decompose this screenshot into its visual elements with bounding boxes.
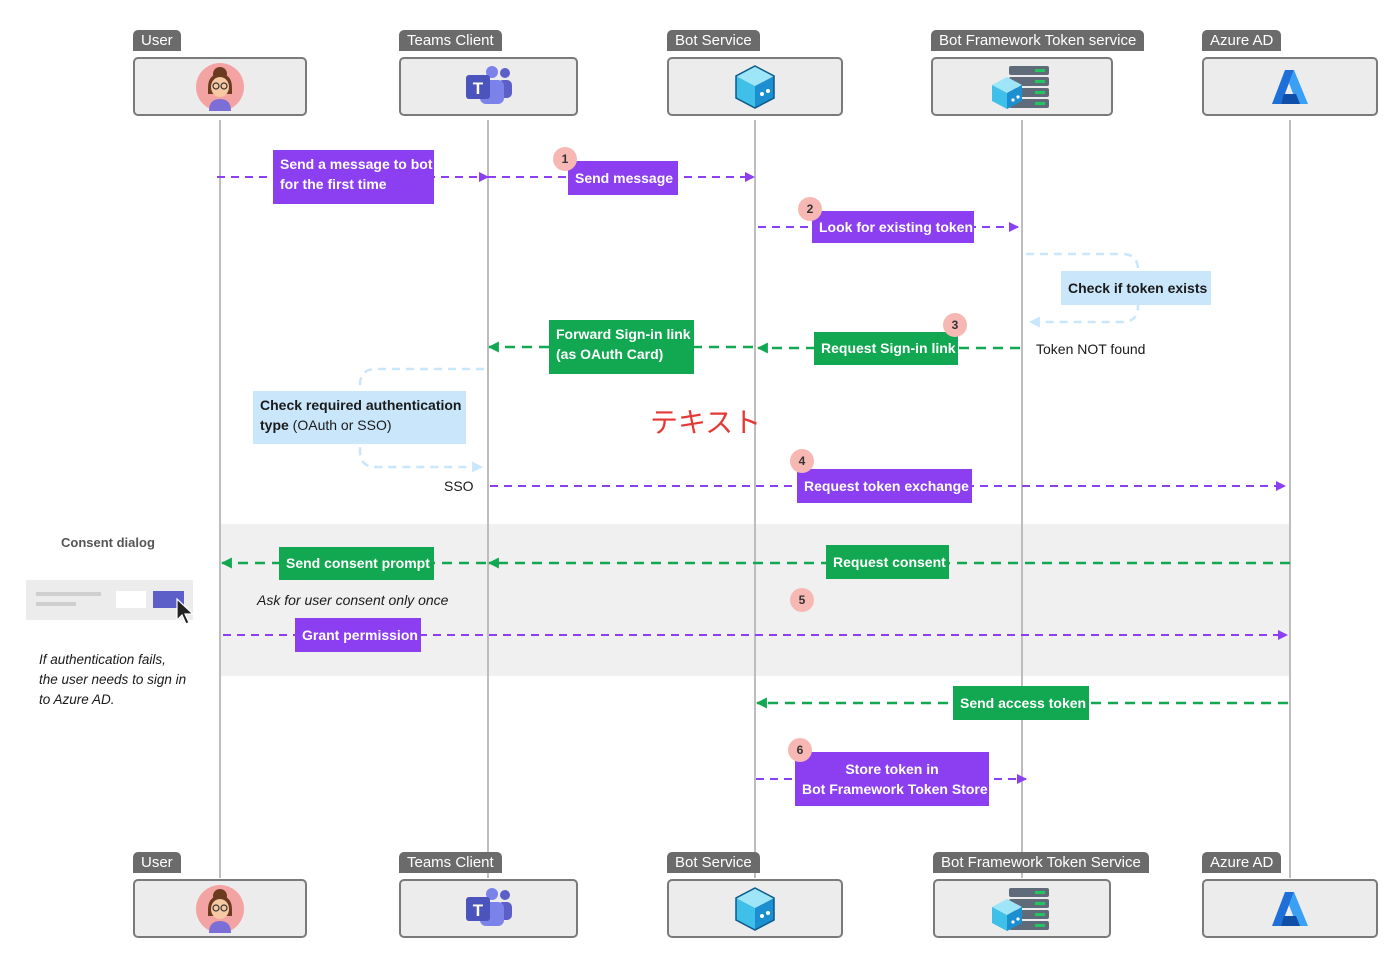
actor-box-azure-bottom [1202,879,1378,938]
msg-ask-consent-once: Ask for user consent only once [257,592,449,608]
actor-tag-user: User [133,30,181,51]
step-badge-4: 4 [790,449,814,473]
step-badge-5: 5 [790,588,814,612]
actor-box-token-service [931,57,1113,116]
actor-box-user-bottom [133,879,307,938]
token-server-icon [992,887,1049,931]
dialog-text-placeholder-2 [36,602,76,606]
msg-store-token-line1: Store token in [845,761,939,777]
dialog-text-placeholder-1 [36,592,101,596]
msg-send-first-time: Send a message to bot for the first time [273,150,434,204]
msg-store-token: Store token in Bot Framework Token Store [795,752,989,806]
actor-tag-token-service-bottom: Bot Framework Token Service [933,852,1149,873]
msg-check-auth-line1: Check required authentication [260,397,462,413]
auth-fail-line2: the user needs to sign in [39,672,187,687]
dialog-cancel-button [116,591,146,608]
actor-box-bot-bottom [667,879,843,938]
auth-fail-line3: to Azure AD. [39,692,115,707]
msg-token-exchange: Request token exchange [797,469,972,503]
consent-dialog-mock [26,580,193,620]
actor-tag-teams: Teams Client [399,30,502,51]
teams-logo-icon: T [465,887,512,926]
actor-tag-teams-bottom: Teams Client [399,852,502,873]
actor-box-teams-bottom: T [399,879,578,938]
msg-check-auth-rest: (OAuth or SSO) [288,417,392,433]
msg-send-first-time-line1: Send a message to bot [280,156,433,172]
mouse-cursor-icon [176,598,195,625]
msg-send-message: Send message [568,161,678,195]
svg-text:T: T [472,901,483,920]
actor-tag-user-bottom: User [133,852,181,873]
auth-fail-line1: If authentication fails, [39,652,166,667]
loop-check-auth [358,367,484,473]
actor-tag-bot-bottom: Bot Service [667,852,760,873]
label-sso: SSO [444,478,474,494]
teams-logo-icon: T [465,65,512,104]
msg-look-token: Look for existing token [812,211,974,243]
watermark-text: テキスト [650,406,762,439]
msg-consent-prompt: Send consent prompt [279,547,434,580]
actor-box-user [133,57,307,116]
msg-check-token-exists: Check if token exists [1061,271,1211,305]
msg-forward-signin-line2: (as OAuth Card) [556,346,664,362]
bot-cube-icon [735,886,775,931]
msg-send-first-time-line2: for the first time [280,176,387,192]
user-avatar-icon [196,884,244,933]
step-badge-1: 1 [553,147,577,171]
actor-box-teams: T [399,57,578,116]
token-server-icon [992,65,1049,109]
msg-check-auth-type-word: type [260,417,289,433]
msg-token-not-found: Token NOT found [1036,341,1146,357]
step-badge-6: 6 [788,738,812,762]
azure-logo-icon [1272,891,1308,926]
step-badge-2: 2 [798,197,822,221]
auth-fail-note: If authentication fails, the user needs … [39,650,186,710]
loop-check-token [1026,252,1140,328]
actor-box-token-service-bottom [933,879,1111,938]
msg-send-access-token: Send access token [953,686,1089,720]
msg-store-token-line2: Bot Framework Token Store [802,781,988,797]
dialog-accept-button [153,591,184,608]
actor-tag-azure: Azure AD [1202,30,1282,51]
actor-box-azure [1202,57,1378,116]
actor-box-bot [667,57,843,116]
msg-check-auth-type: Check required authentication type (OAut… [253,391,466,444]
user-avatar-icon [196,62,244,111]
bot-cube-icon [735,64,775,109]
azure-logo-icon [1272,69,1308,104]
msg-forward-signin-line1: Forward Sign-in link [556,326,691,342]
actor-tag-azure-bottom: Azure AD [1202,852,1282,873]
msg-forward-signin: Forward Sign-in link (as OAuth Card) [549,320,694,374]
msg-request-signin: Request Sign-in link [814,332,958,365]
actor-tag-token-service: Bot Framework Token service [931,30,1145,51]
svg-text:T: T [472,79,483,98]
msg-check-auth-line2: type (OAuth or SSO) [260,415,459,435]
step-badge-3: 3 [943,313,967,337]
consent-dialog-title: Consent dialog [61,535,155,550]
msg-request-consent: Request consent [826,545,949,579]
msg-grant-permission: Grant permission [295,618,421,652]
actor-tag-bot: Bot Service [667,30,760,51]
